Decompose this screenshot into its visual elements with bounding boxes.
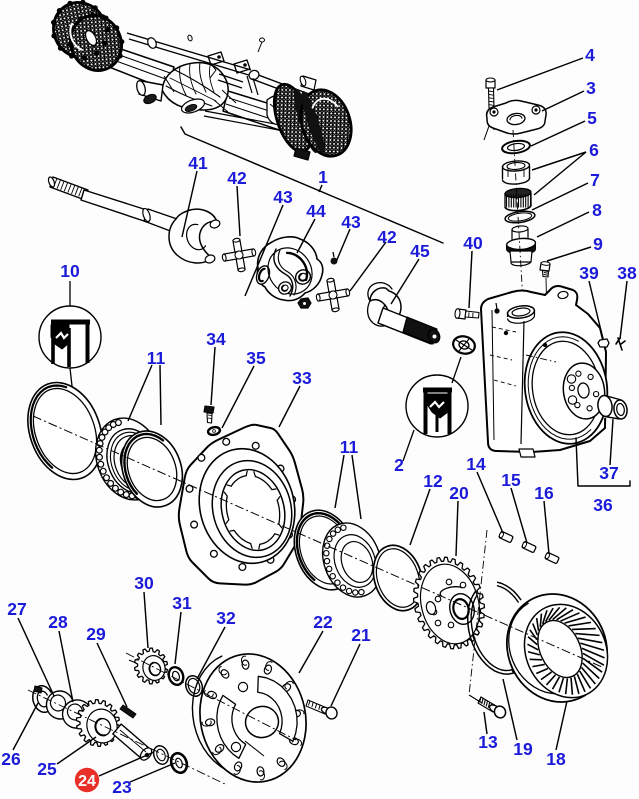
svg-text:37: 37 (599, 463, 618, 483)
svg-text:27: 27 (7, 599, 26, 619)
svg-text:30: 30 (134, 573, 154, 593)
svg-text:12: 12 (423, 471, 443, 491)
svg-text:22: 22 (313, 612, 333, 632)
svg-text:36: 36 (593, 495, 613, 515)
svg-text:31: 31 (172, 593, 192, 613)
svg-text:29: 29 (86, 624, 106, 644)
svg-text:20: 20 (449, 483, 469, 503)
svg-text:11: 11 (340, 437, 359, 457)
svg-text:18: 18 (546, 749, 566, 769)
svg-text:2: 2 (394, 455, 404, 475)
svg-text:40: 40 (463, 233, 483, 253)
svg-text:39: 39 (579, 263, 599, 283)
svg-text:44: 44 (306, 201, 326, 221)
svg-text:16: 16 (534, 483, 554, 503)
svg-text:25: 25 (37, 759, 57, 779)
svg-text:38: 38 (617, 263, 637, 283)
svg-text:33: 33 (292, 368, 312, 388)
svg-text:14: 14 (466, 454, 486, 474)
svg-text:8: 8 (592, 200, 602, 220)
svg-text:23: 23 (112, 777, 132, 794)
svg-text:9: 9 (593, 234, 603, 254)
svg-text:43: 43 (341, 212, 361, 232)
svg-text:4: 4 (585, 45, 595, 65)
svg-text:42: 42 (227, 168, 247, 188)
svg-text:1: 1 (318, 167, 328, 187)
svg-text:6: 6 (589, 140, 599, 160)
svg-text:35: 35 (246, 348, 266, 368)
svg-text:7: 7 (590, 170, 600, 190)
svg-text:28: 28 (48, 612, 68, 632)
svg-text:26: 26 (1, 749, 21, 769)
svg-text:43: 43 (273, 187, 293, 207)
svg-text:42: 42 (377, 227, 397, 247)
svg-text:21: 21 (351, 625, 371, 645)
svg-text:3: 3 (586, 78, 596, 98)
svg-text:10: 10 (60, 261, 80, 281)
svg-text:41: 41 (188, 153, 208, 173)
svg-text:13: 13 (478, 732, 498, 752)
svg-text:15: 15 (501, 470, 521, 490)
svg-text:45: 45 (410, 241, 430, 261)
svg-text:11: 11 (147, 348, 166, 368)
svg-text:32: 32 (216, 608, 236, 628)
svg-text:19: 19 (513, 739, 533, 759)
svg-text:34: 34 (206, 329, 226, 349)
svg-text:5: 5 (587, 108, 597, 128)
svg-text:24: 24 (78, 773, 96, 790)
